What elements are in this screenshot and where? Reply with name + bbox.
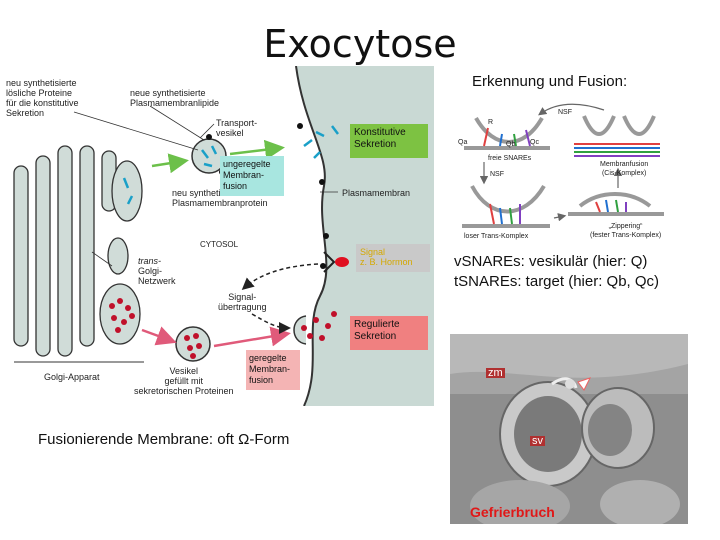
snare-heading: Erkennung und Fusion: [472,73,628,90]
label-cytosol: CYTOSOL [200,240,239,249]
label-line: übertragung [218,302,267,312]
snare-graphics [462,103,664,228]
label-vesicle: Vesikel gefüllt mit sekretorischen Prote… [134,366,234,396]
label-new-protein: neu synthetisiertes Plasmamembranprotein [172,188,268,208]
label-line: neu synthetisiertes [172,188,248,198]
regulated-fusion-box: geregelte Membran- fusion [246,350,300,390]
snare-r: R [488,119,494,126]
freeze-fracture-image: zm sv Gefrierbruch [450,334,688,524]
label-line: fusion [223,181,248,191]
micro-label-zm: zm [486,367,505,379]
label-golgi: Golgi-Apparat [44,372,100,382]
constitutive-secretion-box: Konstitutive Sekretion [350,124,428,158]
label-line: gefüllt mit [164,376,204,386]
label-new-lipids: neue synthetisierte Plasmamembranlipide [130,88,219,108]
label-line: geregelte [249,353,287,363]
plasma-membrane [295,65,328,407]
snare-loose: loser Trans-Komplex [464,233,529,240]
unregulated-fusion-box: ungeregelte Membran- fusion [220,156,284,196]
label-line: z. B. Hormon [360,257,413,267]
extracellular-space [296,66,434,406]
label-transport-vesicle: Transport- vesikel [216,118,257,138]
red-arrow-2 [213,326,291,348]
label-line: Membranfusion [600,161,649,168]
snare-diagram: NSF R Qa Qb Qc freie SNAREs Membranfusio… [454,100,674,246]
label-line: Plasmamembranprotein [172,198,268,208]
golgi-stack [13,145,143,357]
label-line: neue synthetisierte [130,88,206,98]
snare-zippering: „Zippering“ (fester Trans-Komplex) [590,222,661,240]
label-line: Sekretion [354,331,397,342]
green-arrow-2 [229,139,285,160]
snare-free: freie SNAREs [488,155,532,162]
label-signal-transfer: Signal- übertragung [218,292,267,312]
page-title: Exocytose [263,22,457,66]
label-line: (fester Trans-Komplex) [590,232,662,239]
label-line: „Zippering“ [608,223,643,230]
snare-membrane-fusion: Membranfusion (Cis-Komplex) [600,160,648,178]
green-arrow-1 [151,153,189,174]
label-lipids-proteins: neu synthetisierte lösliche Proteine für… [6,78,79,118]
label-line: vesikel [216,128,244,138]
regulated-secretion-box: Regulierte Sekretion [350,316,428,350]
label-line: fusion [249,375,274,385]
snare-line-1: vSNAREs: vesikulär (hier: Q) [454,253,648,270]
label-line: lösliche Proteine [6,88,73,98]
label-line: sekretorischen Proteinen [134,386,234,396]
label-line: Signal- [228,292,257,302]
label-line: Regulierte [354,319,400,330]
snare-line-2: tSNAREs: target (hier: Qb, Qc) [454,273,660,290]
label-line: Vesikel [169,366,199,376]
signal-arrow-2 [251,313,291,334]
signal-arrow [241,263,319,290]
label-line: Transport- [216,118,258,128]
label-line: neu synthetisierte [6,78,77,88]
label-line: Konstitutive [354,127,406,138]
micrograph-graphics [450,334,688,524]
label-line: Plasmamembranlipide [130,98,220,108]
signal-box: Signal z. B. Hormon [356,244,430,272]
label-line: Sekretion [354,139,397,150]
label-line: Signal [360,247,386,257]
micro-title: Gefrierbruch [470,504,555,520]
label-line: trans- [138,256,162,266]
label-line: für die konstitutive [6,98,79,108]
label-line: Membran- [223,170,265,180]
snare-nsf-left: NSF [490,171,504,178]
label-line: Golgi- [138,266,163,276]
label-line: ungeregelte [223,159,271,169]
label-line: Sekretion [6,108,45,118]
snare-qb: Qb [506,141,516,148]
caption: Fusionierende Membrane: oft Ω-Form [38,431,290,448]
red-arrow-1 [141,326,177,346]
micro-label-sv: sv [530,435,545,447]
label-line: (Cis-Komplex) [601,170,647,177]
exocytosis-diagram: neu synthetisierte lösliche Proteine für… [4,65,434,407]
snare-qa: Qa [458,139,468,146]
snare-qc: Qc [530,139,539,146]
label-line: Membran- [249,364,291,374]
label-line: Netzwerk [138,276,176,286]
snare-nsf-top: NSF [558,109,572,116]
label-trans-golgi: trans- Golgi- Netzwerk [138,256,176,286]
label-plasma-membrane: Plasmamembran [342,188,411,198]
